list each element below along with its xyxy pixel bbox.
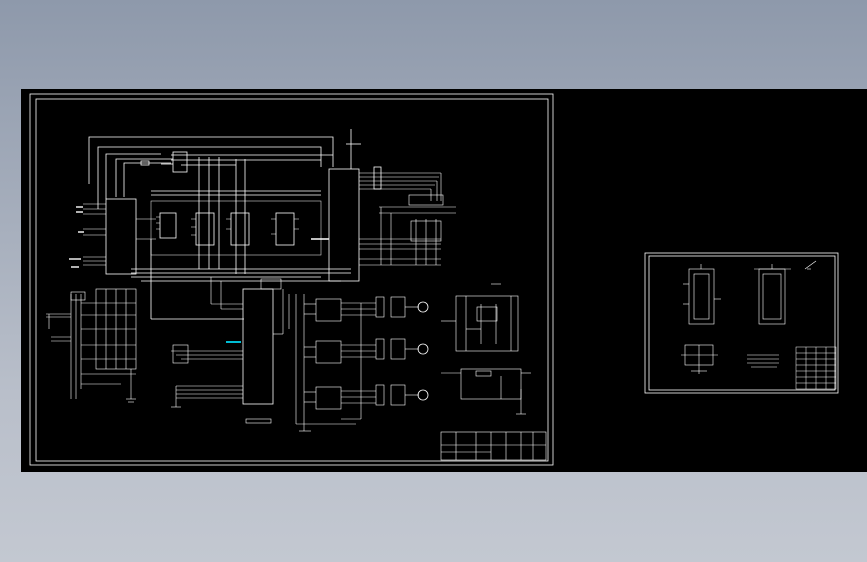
left-io-pins (83, 203, 156, 266)
detail-sheet[interactable] (644, 252, 839, 394)
detail-notes (747, 354, 779, 368)
ic-dip-2[interactable] (195, 212, 215, 246)
detail-view-2 (754, 260, 817, 325)
ic-driver-2[interactable] (315, 340, 342, 364)
detail-sheet-border-outer (644, 252, 839, 394)
detail-view-1 (683, 264, 721, 325)
motor-3-icon (417, 389, 429, 401)
middle-connections (171, 277, 290, 424)
ic-u1[interactable] (172, 151, 188, 173)
ic-dip-1[interactable] (159, 212, 177, 239)
cad-drawing (29, 93, 839, 466)
right-output-bus (311, 172, 456, 266)
main-title-block[interactable] (440, 431, 547, 461)
cad-viewport[interactable] (21, 89, 867, 472)
driver-stages (295, 294, 419, 432)
dip-ic-row (150, 200, 322, 256)
main-sheet-border-outer (29, 93, 554, 466)
ic-dip-4[interactable] (275, 212, 295, 246)
detail-title-block[interactable] (795, 346, 837, 390)
left-bottom-circuit (46, 288, 137, 403)
main-sheet[interactable] (29, 93, 554, 466)
ic-u1b (140, 160, 150, 166)
ic-dip-3[interactable] (230, 212, 250, 246)
detail-view-3 (681, 344, 718, 374)
ic-driver-3[interactable] (315, 386, 342, 410)
motor-1-icon (417, 301, 429, 313)
motor-2-icon (417, 343, 429, 355)
bus-lines (88, 129, 361, 320)
ic-left-main[interactable] (105, 198, 137, 275)
power-supply-circuit (441, 283, 531, 415)
ic-driver-1[interactable] (315, 298, 342, 322)
main-sheet-border-inner (35, 98, 549, 462)
ic-main-processor[interactable] (328, 168, 360, 282)
ic-middle-controller[interactable] (242, 288, 274, 405)
detail-sheet-border-inner (648, 255, 836, 391)
left-labels (69, 206, 84, 268)
